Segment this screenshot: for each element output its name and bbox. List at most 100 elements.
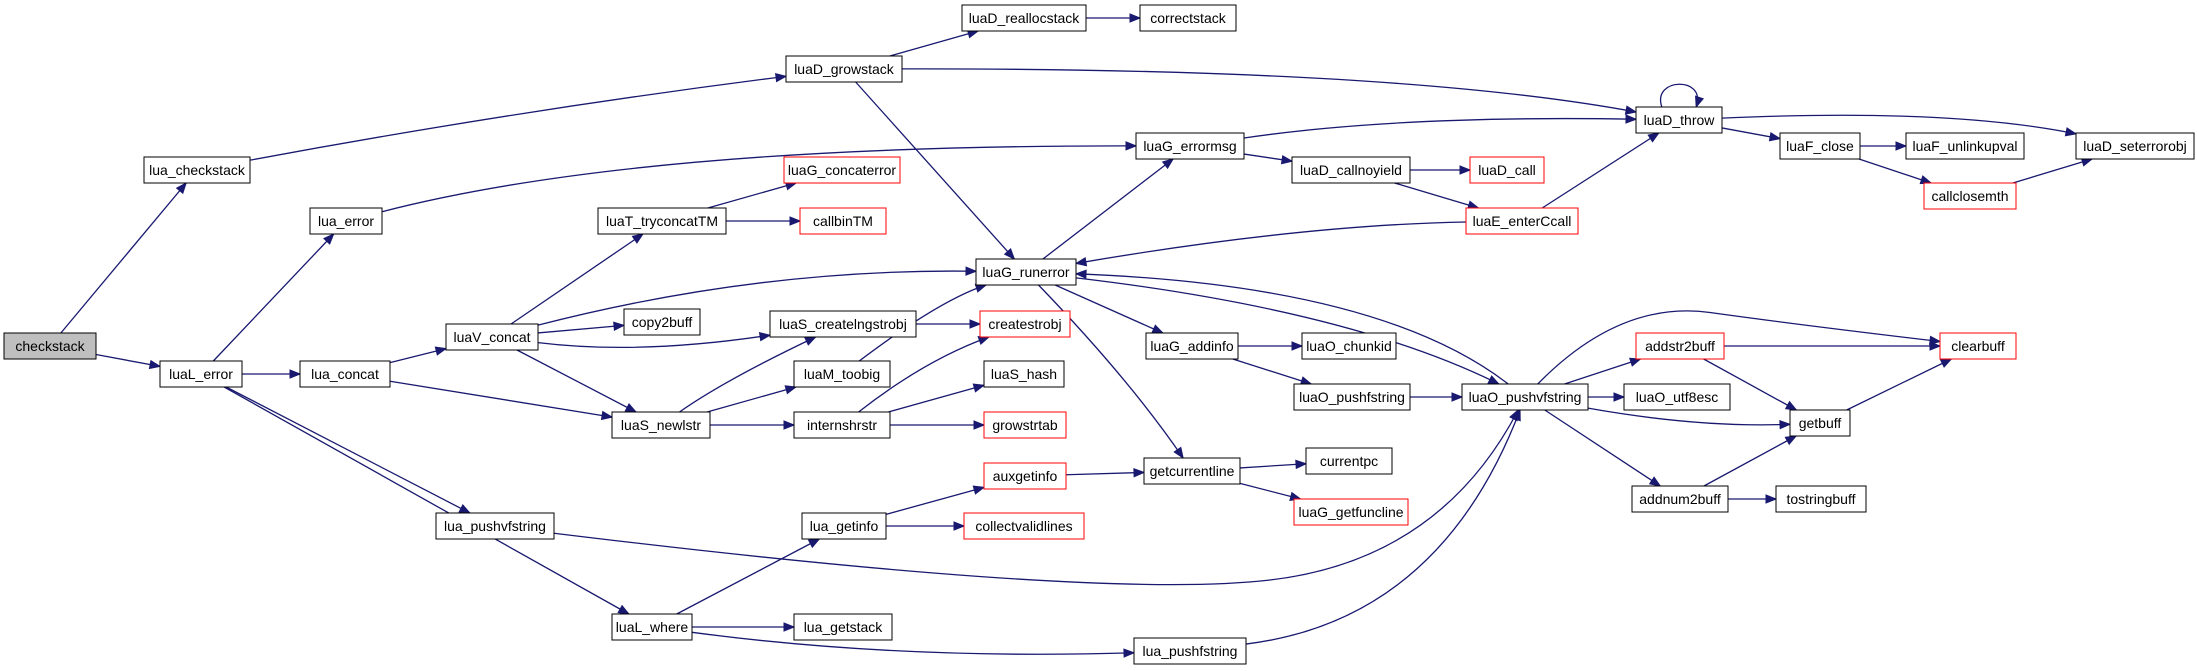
node-label-luaD_throw: luaD_throw: [1644, 112, 1716, 128]
node-label-getbuff: getbuff: [1799, 415, 1842, 431]
node-label-createstrobj: createstrobj: [988, 316, 1061, 332]
node-getcurrentline[interactable]: getcurrentline: [1143, 457, 1241, 485]
node-createstrobj[interactable]: createstrobj: [979, 310, 1071, 338]
node-luaF_unlinkupval[interactable]: luaF_unlinkupval: [1905, 132, 2025, 160]
node-lua_getinfo[interactable]: lua_getinfo: [801, 512, 887, 540]
node-correctstack[interactable]: correctstack: [1139, 4, 1237, 32]
node-lua_pushvfstring[interactable]: lua_pushvfstring: [435, 512, 555, 540]
node-label-luaD_reallocstack: luaD_reallocstack: [969, 10, 1080, 26]
node-luaO_chunkid[interactable]: luaO_chunkid: [1301, 332, 1397, 360]
node-label-lua_pushfstring: lua_pushfstring: [1143, 643, 1238, 659]
node-luaO_pushfstring[interactable]: luaO_pushfstring: [1293, 383, 1411, 411]
node-luaD_call[interactable]: luaD_call: [1469, 156, 1545, 184]
node-label-callclosemth: callclosemth: [1931, 188, 2008, 204]
edge-getcurrentline-to-luaG_getfuncline: [1239, 482, 1302, 501]
edge-luaD_growstack-to-luaG_runerror: [855, 81, 1016, 261]
node-checkstack[interactable]: checkstack: [3, 332, 97, 360]
edge-luaL_error-to-luaL_where: [223, 386, 631, 615]
edge-internshrstr-to-luaS_hash: [888, 383, 986, 413]
node-luaD_reallocstack[interactable]: luaD_reallocstack: [961, 4, 1087, 32]
node-luaG_addinfo[interactable]: luaG_addinfo: [1145, 332, 1239, 360]
node-label-auxgetinfo: auxgetinfo: [993, 468, 1058, 484]
edge-luaT_tryconcatTM-to-callbinTM: [726, 216, 802, 226]
node-luaL_error[interactable]: luaL_error: [159, 360, 243, 388]
node-label-correctstack: correctstack: [1150, 10, 1226, 26]
edge-luaG_runerror-to-luaG_errormsg: [1042, 158, 1175, 260]
edge-luaD_throw-to-luaF_close: [1721, 127, 1782, 142]
node-label-callbinTM: callbinTM: [813, 213, 873, 229]
node-clearbuff[interactable]: clearbuff: [1939, 332, 2017, 360]
node-label-luaO_utf8esc: luaO_utf8esc: [1636, 389, 1719, 405]
node-lua_pushfstring[interactable]: lua_pushfstring: [1133, 637, 1247, 665]
node-luaS_createlngstrobj[interactable]: luaS_createlngstrobj: [769, 310, 917, 338]
node-label-lua_pushvfstring: lua_pushvfstring: [444, 518, 546, 534]
edge-luaO_pushvfstring-to-luaO_utf8esc: [1588, 392, 1626, 402]
edge-luaD_growstack-to-luaD_throw: [901, 68, 1638, 115]
node-tostringbuff[interactable]: tostringbuff: [1775, 485, 1867, 513]
node-label-luaD_growstack: luaD_growstack: [794, 61, 895, 77]
node-label-luaF_close: luaF_close: [1786, 138, 1854, 154]
node-luaS_hash[interactable]: luaS_hash: [983, 360, 1065, 388]
node-label-growstrtab: growstrtab: [992, 417, 1058, 433]
node-luaG_getfuncline[interactable]: luaG_getfuncline: [1293, 498, 1409, 526]
edge-luaE_enterCcall-to-luaD_throw: [1541, 132, 1660, 209]
node-luaL_where[interactable]: luaL_where: [611, 613, 693, 641]
node-lua_getstack[interactable]: lua_getstack: [793, 613, 893, 641]
node-auxgetinfo[interactable]: auxgetinfo: [983, 462, 1067, 490]
node-label-luaD_call: luaD_call: [1478, 162, 1536, 178]
edge-luaG_addinfo-to-luaO_pushfstring: [1232, 358, 1313, 386]
node-luaO_pushvfstring[interactable]: luaO_pushvfstring: [1461, 383, 1589, 411]
edge-auxgetinfo-to-getcurrentline: [1065, 468, 1146, 478]
edge-luaT_tryconcatTM-to-luaG_concaterror: [707, 181, 798, 209]
node-label-luaV_concat: luaV_concat: [453, 329, 530, 345]
edge-lua_error-to-luaG_errormsg: [381, 141, 1138, 213]
node-luaV_concat[interactable]: luaV_concat: [445, 323, 539, 351]
node-addstr2buff[interactable]: addstr2buff: [1635, 332, 1725, 360]
node-luaG_runerror[interactable]: luaG_runerror: [975, 258, 1077, 286]
node-label-luaE_enterCcall: luaE_enterCcall: [1473, 213, 1572, 229]
node-addnum2buff[interactable]: addnum2buff: [1631, 485, 1729, 513]
edge-luaL_error-to-lua_pushvfstring: [225, 386, 472, 514]
node-luaT_tryconcatTM[interactable]: luaT_tryconcatTM: [597, 207, 727, 235]
node-currentpc[interactable]: currentpc: [1305, 447, 1393, 475]
node-label-luaT_tryconcatTM: luaT_tryconcatTM: [606, 213, 718, 229]
edge-luaO_pushvfstring-to-addnum2buff: [1544, 409, 1662, 487]
node-label-getcurrentline: getcurrentline: [1150, 463, 1235, 479]
edge-addnum2buff-to-tostringbuff: [1728, 494, 1778, 504]
node-getbuff[interactable]: getbuff: [1789, 409, 1851, 437]
edge-luaD_growstack-to-luaD_reallocstack: [889, 29, 980, 57]
edge-luaG_runerror-to-getcurrentline: [1038, 284, 1184, 460]
node-lua_error[interactable]: lua_error: [309, 207, 383, 235]
node-internshrstr[interactable]: internshrstr: [793, 411, 891, 439]
edge-internshrstr-to-createstrobj: [858, 336, 991, 413]
node-luaE_enterCcall[interactable]: luaE_enterCcall: [1465, 207, 1579, 235]
node-luaD_throw[interactable]: luaD_throw: [1635, 106, 1723, 134]
node-label-luaS_createlngstrobj: luaS_createlngstrobj: [779, 316, 907, 332]
node-luaD_callnoyield[interactable]: luaD_callnoyield: [1291, 156, 1411, 184]
node-callbinTM[interactable]: callbinTM: [799, 207, 887, 235]
node-growstrtab[interactable]: growstrtab: [983, 411, 1067, 439]
node-label-luaG_concaterror: luaG_concaterror: [788, 162, 897, 178]
node-label-luaS_hash: luaS_hash: [991, 366, 1057, 382]
node-luaO_utf8esc[interactable]: luaO_utf8esc: [1623, 383, 1731, 411]
node-label-lua_getstack: lua_getstack: [804, 619, 884, 635]
node-label-luaG_runerror: luaG_runerror: [982, 264, 1069, 280]
node-luaM_toobig[interactable]: luaM_toobig: [793, 360, 891, 388]
edge-luaD_callnoyield-to-luaD_call: [1410, 165, 1472, 175]
node-luaD_growstack[interactable]: luaD_growstack: [785, 55, 903, 83]
node-luaS_newlstr[interactable]: luaS_newlstr: [611, 411, 711, 439]
node-lua_concat[interactable]: lua_concat: [299, 360, 391, 388]
edge-checkstack-to-lua_checkstack: [60, 181, 188, 334]
node-label-luaL_where: luaL_where: [616, 619, 689, 635]
node-luaG_concaterror[interactable]: luaG_concaterror: [783, 156, 901, 184]
node-collectvalidlines[interactable]: collectvalidlines: [963, 512, 1085, 540]
node-label-luaO_pushvfstring: luaO_pushvfstring: [1469, 389, 1582, 405]
node-lua_checkstack[interactable]: lua_checkstack: [143, 156, 251, 184]
node-copy2buff[interactable]: copy2buff: [623, 308, 701, 336]
node-label-luaG_errormsg: luaG_errormsg: [1143, 138, 1236, 154]
node-luaD_seterrorobj[interactable]: luaD_seterrorobj: [2075, 132, 2195, 160]
node-callclosemth[interactable]: callclosemth: [1923, 182, 2017, 210]
edge-internshrstr-to-growstrtab: [890, 420, 986, 430]
node-luaG_errormsg[interactable]: luaG_errormsg: [1135, 132, 1245, 160]
node-luaF_close[interactable]: luaF_close: [1779, 132, 1861, 160]
